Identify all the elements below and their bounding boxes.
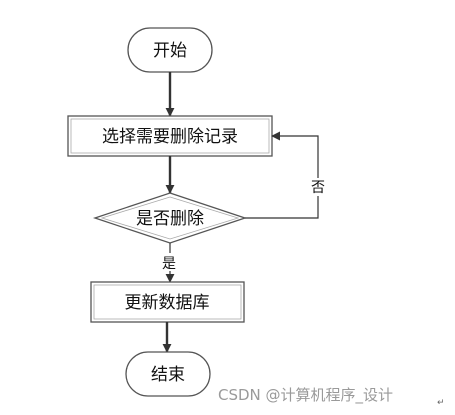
edge-yes-label: 是 bbox=[162, 256, 176, 272]
end-node-label: 结束 bbox=[151, 365, 185, 385]
update-db-node-label: 更新数据库 bbox=[125, 293, 210, 313]
confirm-delete-node-label: 是否删除 bbox=[136, 209, 204, 229]
select-record-node: 选择需要删除记录 bbox=[67, 115, 273, 157]
end-node: 结束 bbox=[125, 351, 211, 397]
start-node: 开始 bbox=[127, 27, 213, 73]
paragraph-mark: ↵ bbox=[437, 398, 445, 408]
select-record-node-label: 选择需要删除记录 bbox=[102, 127, 238, 147]
csdn-watermark: CSDN @计算机程序_设计 bbox=[218, 386, 394, 404]
edge-no-loop bbox=[245, 131, 319, 219]
start-node-label: 开始 bbox=[153, 41, 187, 61]
edge-no-label: 否 bbox=[311, 180, 325, 196]
confirm-delete-node: 是否删除 bbox=[92, 192, 248, 244]
update-db-node: 更新数据库 bbox=[90, 281, 245, 323]
